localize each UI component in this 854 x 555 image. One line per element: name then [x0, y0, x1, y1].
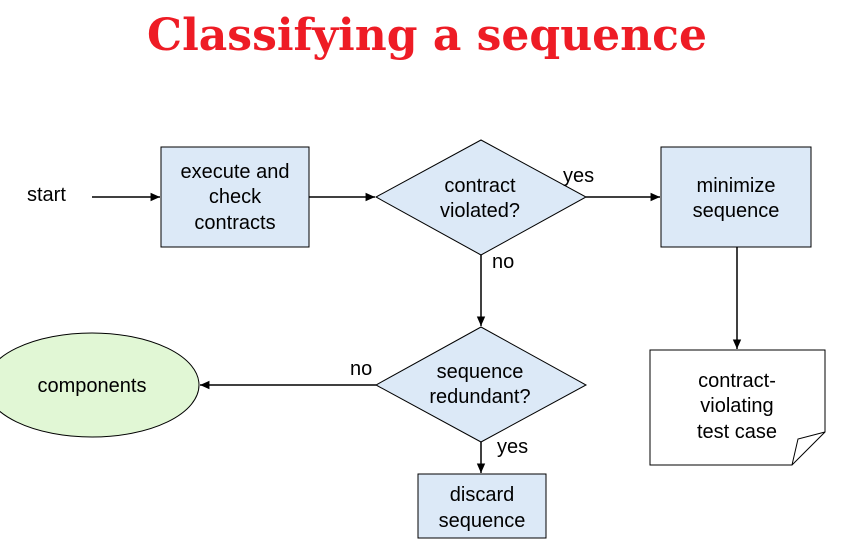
execute-line-2: check	[209, 186, 262, 208]
page-title: Classifying a sequence	[147, 10, 707, 61]
components-node: components	[0, 332, 200, 438]
discard-sequence-node: discard sequence	[417, 473, 547, 539]
dog-ear-fold	[791, 431, 826, 466]
execute-check-contracts-node: execute and check contracts	[160, 146, 310, 248]
execute-line-3: contracts	[194, 212, 275, 234]
discard-line-1: discard	[450, 484, 514, 506]
minimize-sequence-node: minimize sequence	[660, 146, 812, 248]
violated-yes-label: yes	[563, 165, 594, 187]
contract-violated-decision: contract violated?	[374, 139, 588, 256]
testcase-line-2: violating	[700, 395, 773, 417]
testcase-line-3: test case	[697, 421, 777, 443]
redundant-yes-label: yes	[497, 436, 528, 458]
discard-line-2: sequence	[439, 510, 526, 532]
minimize-line-1: minimize	[697, 175, 776, 197]
execute-line-1: execute and	[181, 161, 290, 183]
redundant-line-2: redundant?	[429, 386, 530, 408]
minimize-line-2: sequence	[693, 200, 780, 222]
violated-line-2: violated?	[440, 200, 520, 222]
start-label: start	[27, 184, 66, 206]
redundant-no-label: no	[350, 358, 372, 380]
components-label: components	[38, 375, 147, 397]
violated-line-1: contract	[444, 175, 516, 197]
violated-no-label: no	[492, 251, 514, 273]
redundant-line-1: sequence	[437, 361, 524, 383]
sequence-redundant-decision: sequence redundant?	[374, 326, 588, 443]
test-case-node: contract- violating test case	[649, 349, 826, 466]
testcase-line-1: contract-	[698, 370, 776, 392]
